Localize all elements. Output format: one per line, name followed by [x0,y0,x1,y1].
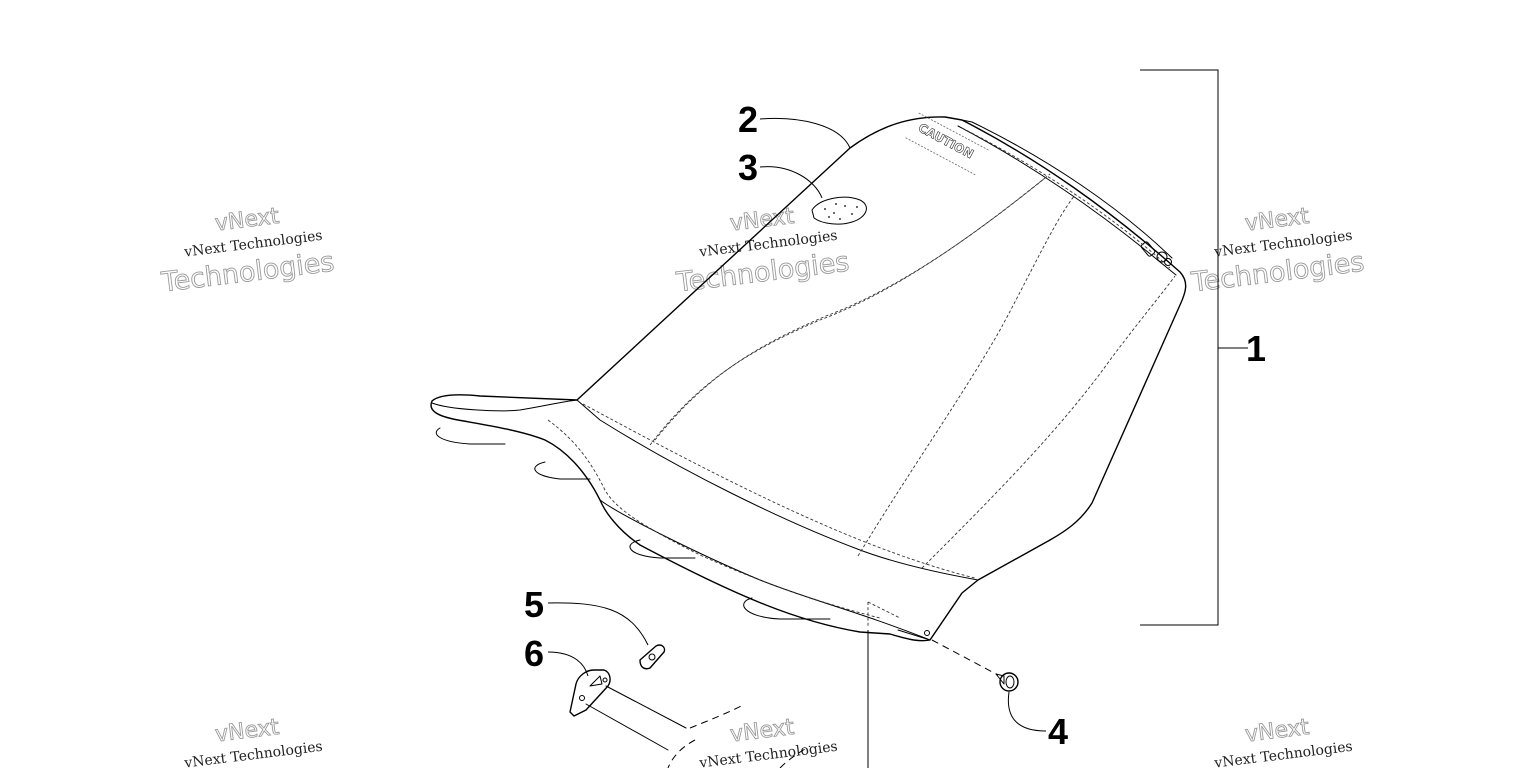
watermark-bottom-center: vNext vNext Technologies [698,714,839,768]
leader-4 [1007,691,1047,732]
seat-base-lobe [534,461,591,480]
callout-4: 4 [1048,711,1068,752]
watermark-top-text: vNext [214,715,281,748]
push-rivet-part-4 [931,639,1019,692]
seat-reference-dash [867,601,901,628]
watermark-top-text: vNext [729,204,796,237]
leader-6 [547,651,589,677]
seat-stitch-center [857,194,1076,557]
seat-assembly: CAUTION [430,112,1187,642]
callout-6: 6 [524,633,544,674]
leader-3 [759,166,823,199]
bracket-mount-lines [585,685,811,768]
seat-stitch-panel-left [649,177,1046,446]
seat-stitch-panel-left-2 [654,173,1051,441]
seat-front-panel-edge [576,399,979,581]
callout-1: 1 [1246,328,1266,369]
seat-cover-outline [430,116,1187,642]
assembly-bracket-1 [1140,69,1248,626]
callout-2: 2 [738,99,758,140]
watermark-top-text: vNext [1244,715,1311,748]
bracket-part-6 [569,669,611,717]
caution-text: CAUTION [916,121,976,162]
callout-3: 3 [738,147,758,188]
watermark-top-left: vNext vNext Technologies Technologies [159,203,337,299]
seat-side-fold [599,499,931,641]
seat-rear-tab [897,592,963,641]
seat-base-lobe [435,427,506,445]
seat-base-lobe [743,597,831,620]
watermark-bottom-right: vNext vNext Technologies [1213,714,1354,768]
seat-rear-ridge [961,119,1173,259]
watermark-top-text: vNext [214,204,281,237]
clip-part-5 [639,644,666,670]
watermark-top-center: vNext vNext Technologies Technologies [674,203,852,299]
watermark-top-text: vNext [729,715,796,748]
seat-stitch-right [921,275,1176,569]
seat-stitch-front [582,403,976,579]
callout-5: 5 [524,584,544,625]
watermark-bottom-left: vNext vNext Technologies [183,714,324,768]
leader-2 [759,117,851,149]
leader-5 [547,602,649,646]
watermark-top-text: vNext [1244,204,1311,237]
decal-part-3 [811,196,867,225]
seat-stitch-side [547,419,881,619]
seat-base-lobe [629,539,696,559]
seat-rear-ridge-inner [957,125,1177,276]
seat-caution-label: CAUTION [905,112,990,176]
seat-stitch-rear [961,127,1171,269]
watermark-top-right: vNext vNext Technologies Technologies [1189,203,1367,299]
seat-front-edge [431,399,578,412]
